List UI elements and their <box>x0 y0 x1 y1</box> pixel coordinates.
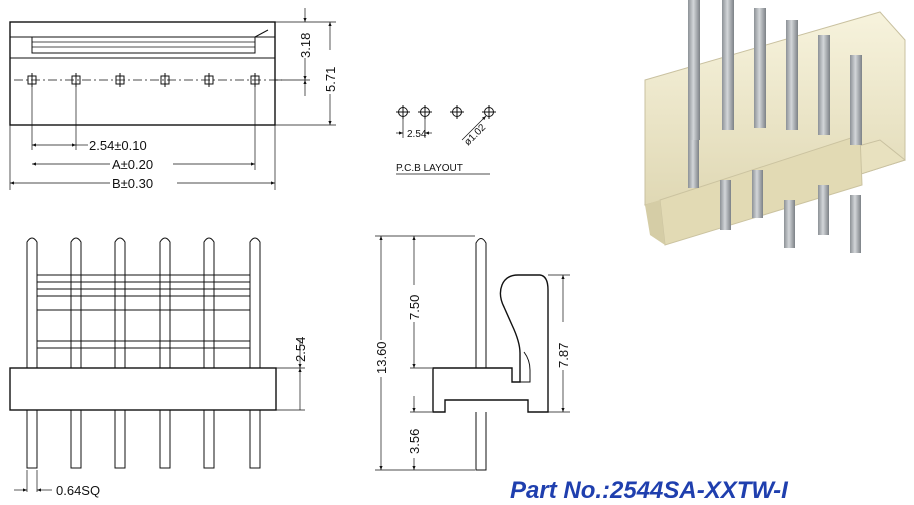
top-view-a-label: A±0.20 <box>112 157 153 172</box>
top-view-height-outer-label: 5.71 <box>323 67 338 92</box>
side-view: 13.60 7.50 3.56 7.87 <box>374 235 571 471</box>
connector-3d-render <box>644 0 907 253</box>
side-view-pin <box>475 238 487 471</box>
pcb-layout-title: P.C.B LAYOUT <box>396 163 463 174</box>
render-pins <box>688 0 862 253</box>
side-view-upper-height-label: 7.50 <box>407 295 422 320</box>
side-view-total-height-label: 13.60 <box>374 341 389 374</box>
side-view-lower-height-label: 3.56 <box>407 429 422 454</box>
front-view-pin-size-label: 0.64SQ <box>56 483 100 498</box>
side-view-housing-height-label: 7.87 <box>556 343 571 368</box>
pcb-hole-marks <box>396 105 496 119</box>
front-view: 2.54 0.64SQ <box>9 237 308 498</box>
part-number: Part No.:2544SA-XXTW-I <box>510 477 788 504</box>
pcb-pitch-label: 2.54 <box>407 129 427 140</box>
top-view-b-label: B±0.30 <box>112 176 153 191</box>
front-view-housing-base <box>9 367 277 411</box>
pcb-layout: 2.54 ø1.02 P.C.B LAYOUT <box>396 105 496 175</box>
pcb-hole-label: ø1.02 <box>462 122 488 148</box>
front-view-pitch-label: 2.54 <box>293 337 308 362</box>
top-view-height-inner-label: 3.18 <box>298 33 313 58</box>
top-view-pitch-label: 2.54±0.10 <box>89 138 147 153</box>
side-view-housing <box>432 274 549 413</box>
top-view: 2.54±0.10 A±0.20 B±0.30 3.18 5.71 <box>9 8 338 191</box>
front-view-housing-wall <box>37 274 250 349</box>
front-view-pins <box>26 237 261 469</box>
